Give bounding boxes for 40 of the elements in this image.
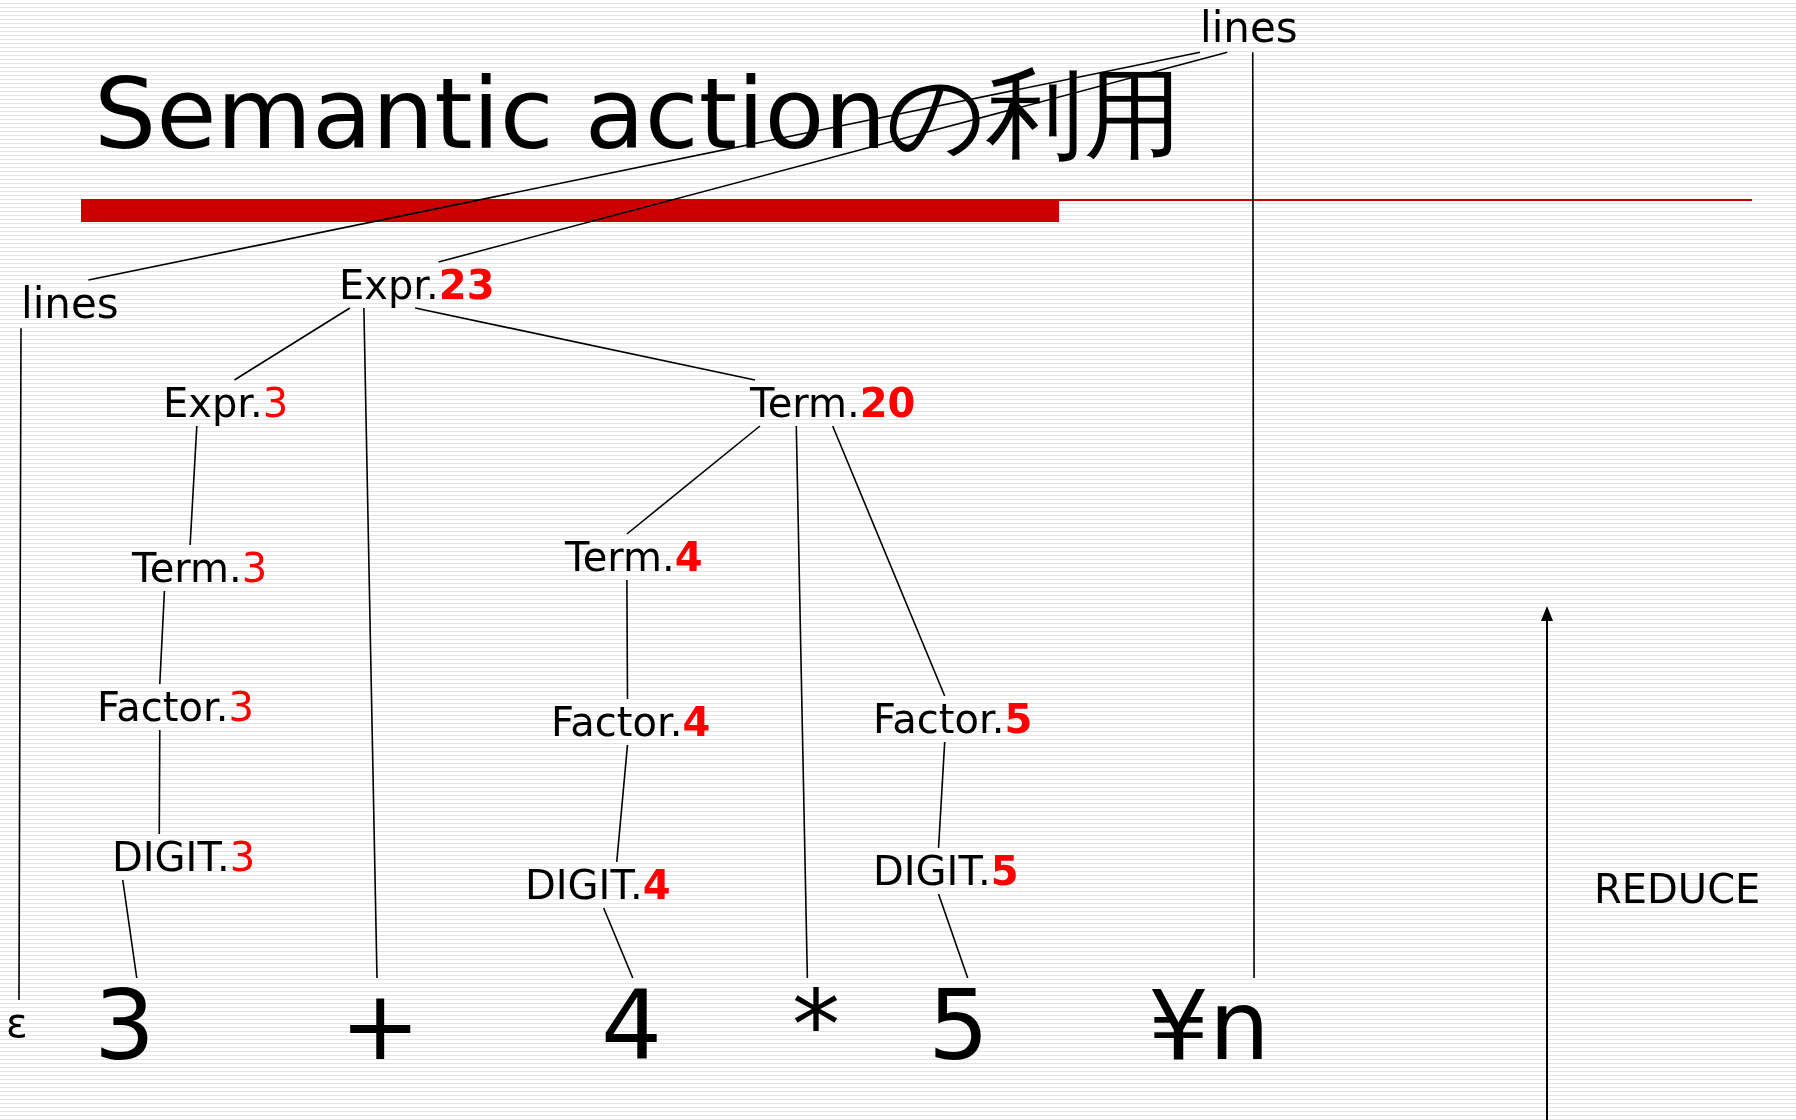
tree-node-label: Factor.4 [551,699,711,745]
token-symbol: * [792,978,840,1074]
token-symbol: + [340,978,421,1074]
tree-edge [363,307,378,979]
tree-edge [795,425,809,979]
tree-edge [159,590,166,685]
token-symbol: 5 [928,978,990,1074]
tree-edge [189,425,198,546]
tree-node-label: Expr.3 [163,380,289,426]
tree-node-label: Term.4 [565,534,703,580]
tree-node-label: lines [21,280,119,329]
tree-edge [158,729,161,835]
tree-edge [615,744,629,863]
tree-edge [414,307,756,381]
tree-edge [18,327,22,1001]
tree-node-label: ε [6,1000,28,1046]
tree-edge [626,579,629,700]
tree-edge [626,425,761,535]
tree-node-label: Factor.3 [97,684,254,730]
tree-edge [602,907,634,979]
tree-node-label: lines [1200,4,1298,53]
tree-edge [87,51,1201,281]
token-symbol: ¥n [1148,978,1270,1074]
tree-node-label: DIGIT.4 [525,862,671,908]
tree-edge [233,307,351,381]
tree-node-label: DIGIT.3 [112,834,256,880]
tree-edge [831,425,946,697]
token-symbol: 4 [601,978,663,1074]
tree-node-label: DIGIT.5 [873,848,1019,894]
tree-edge [937,893,969,979]
tree-edge [1251,51,1255,979]
tree-edge [437,51,1229,263]
tree-edge [121,879,138,979]
tree-node-label: Factor.5 [873,696,1033,742]
tree-edge [937,741,946,849]
token-symbol: 3 [94,978,156,1074]
tree-node-label: Expr.23 [339,262,495,308]
tree-node-label: Term.20 [750,380,916,426]
direction-label: REDUCE [1594,866,1761,912]
tree-node-label: Term.3 [132,545,268,591]
